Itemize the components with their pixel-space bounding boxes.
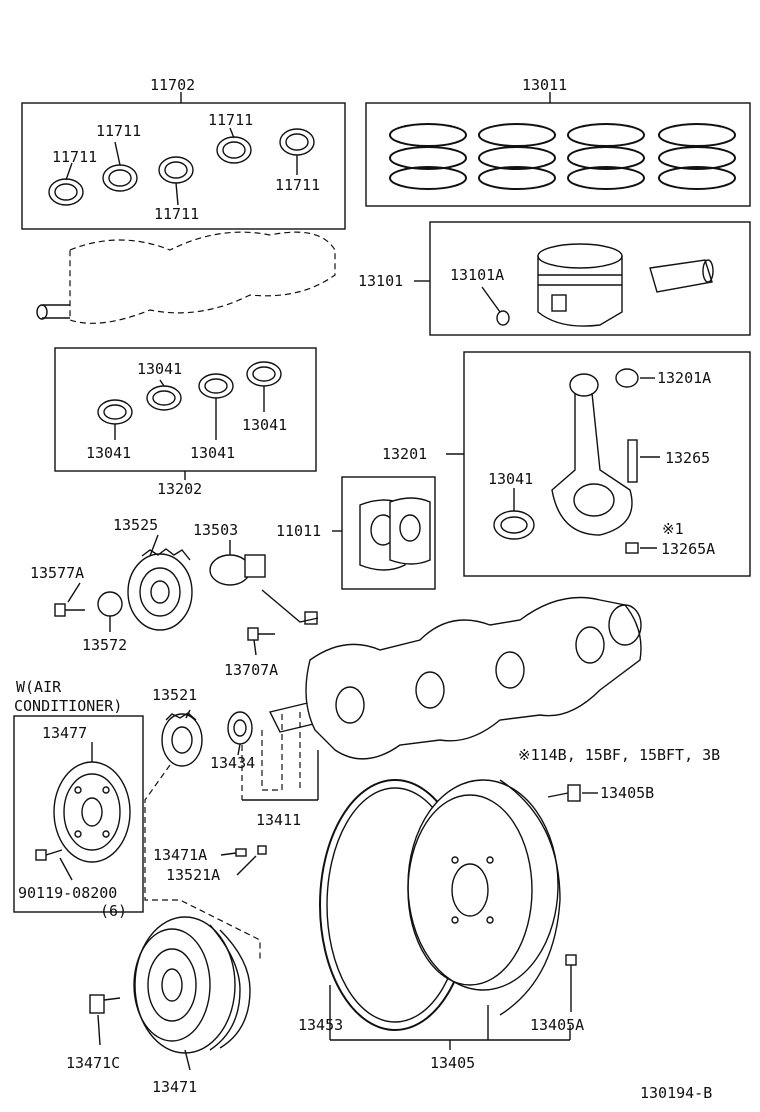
label-13521A: 13521A (166, 866, 220, 884)
crankshaft-icon (268, 596, 642, 760)
label-11711: 11711 (52, 148, 97, 166)
label-13265A: 13265A (661, 540, 715, 558)
label-13202: 13202 (157, 480, 202, 498)
label-13041: 13041 (137, 360, 182, 378)
label-13471: 13471 (152, 1078, 197, 1096)
bolt-13707A (247, 627, 275, 641)
bearing-set-13202 (54, 347, 317, 480)
diagram-reference: 130194-B (640, 1084, 712, 1102)
label-conditioner: CONDITIONER) (14, 697, 122, 715)
label-13434: 13434 (210, 754, 255, 772)
label-13201: 13201 (382, 445, 427, 463)
label-13471A: 13471A (153, 846, 207, 864)
label-13477: 13477 (42, 724, 87, 742)
label-13101A: 13101A (450, 266, 504, 284)
label-13411: 13411 (256, 811, 301, 829)
gear-13521 (161, 712, 203, 767)
label-11011: 11011 (276, 522, 321, 540)
label-13201A: 13201A (657, 369, 711, 387)
piston-ring-set-13011 (365, 92, 751, 207)
key-13471A (235, 845, 267, 857)
label-13041: 13041 (242, 416, 287, 434)
label-13265: 13265 (665, 449, 710, 467)
label-13521: 13521 (152, 686, 197, 704)
timing-gear-13525 (127, 534, 193, 631)
label-13405: 13405 (430, 1054, 475, 1072)
part-labels: 11702 11711 11711 11711 11711 11711 1301… (14, 76, 720, 1102)
applicability-note: ※114B, 15BF, 15BFT, 3B (518, 746, 720, 764)
flywheel-13405 (407, 779, 561, 1016)
sensor-13503 (209, 554, 319, 625)
label-13041: 13041 (86, 444, 131, 462)
label-13707A: 13707A (224, 661, 278, 679)
thrust-washer-11011 (332, 476, 436, 590)
label-13011: 13011 (522, 76, 567, 94)
connecting-rod-13201 (446, 351, 751, 577)
label-13405A: 13405A (530, 1016, 584, 1034)
label-13471C: 13471C (66, 1054, 120, 1072)
label-11711: 11711 (275, 176, 320, 194)
bushing-13434 (227, 711, 253, 745)
label-13041: 13041 (488, 470, 533, 488)
label-11711: 11711 (208, 111, 253, 129)
label-90119-08200: 90119-08200 (18, 884, 117, 902)
label-13572: 13572 (82, 636, 127, 654)
label-13041: 13041 (190, 444, 235, 462)
note-marker: ※1 (662, 520, 684, 538)
label-13101: 13101 (358, 272, 403, 290)
label-qty-6: (6) (100, 902, 127, 920)
ac-pulley-13477 (13, 715, 144, 913)
crankshaft-outline-icon (36, 231, 336, 324)
label-13405B: 13405B (600, 784, 654, 802)
label-11702: 11702 (150, 76, 195, 94)
label-w-air: W(AIR (16, 678, 62, 696)
label-11711: 11711 (154, 205, 199, 223)
leader-lines (59, 127, 515, 1071)
bolt-13577A (54, 603, 85, 617)
piston-13101 (414, 221, 751, 336)
pin-13405A (565, 954, 577, 1012)
bolt-13405B (547, 784, 598, 802)
label-13503: 13503 (193, 521, 238, 539)
crank-pulley-13471 (133, 916, 251, 1054)
plate-13572 (97, 591, 123, 617)
label-13577A: 13577A (30, 564, 84, 582)
label-11711: 11711 (96, 122, 141, 140)
bolt-13471C (89, 994, 121, 1014)
label-13453: 13453 (298, 1016, 343, 1034)
label-13525: 13525 (113, 516, 158, 534)
